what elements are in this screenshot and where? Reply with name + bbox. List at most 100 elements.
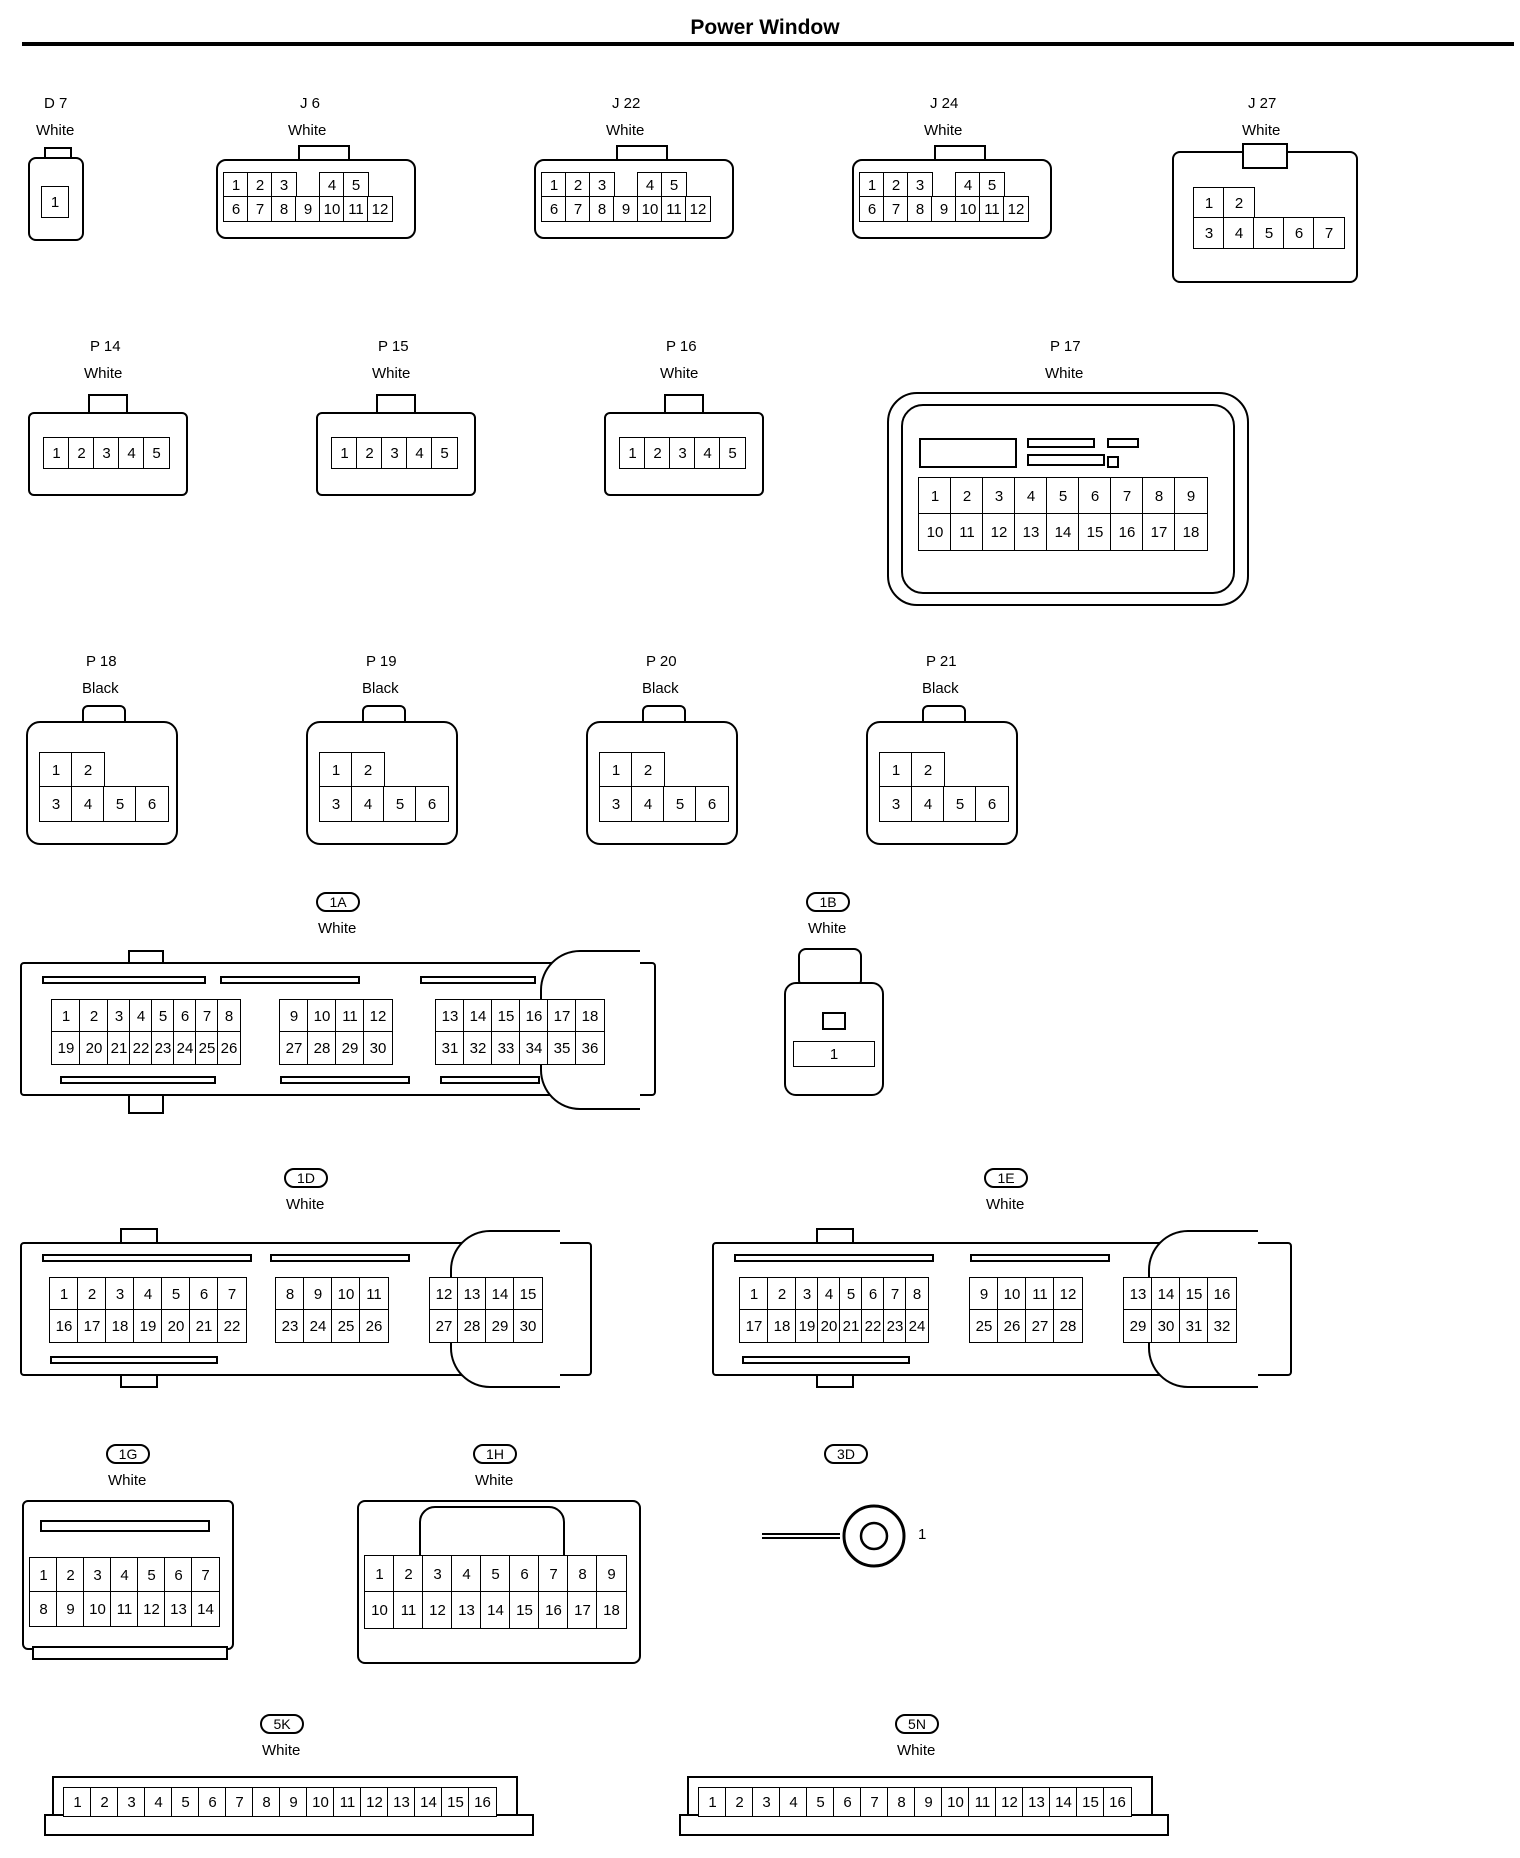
pin-cell: 5 [943,786,977,822]
pin-cell: 4 [133,1277,163,1311]
connector-color: White [84,365,123,382]
pin-cell: 27 [279,1031,309,1065]
pin-cell: 1 [29,1557,58,1593]
connector-key-slot [1107,438,1139,448]
connector-color: White [372,365,411,382]
pin-cell: 6 [415,786,449,822]
pin-cell: 16 [468,1787,497,1817]
connector-key-slot [919,438,1017,468]
pin-cell: 25 [969,1309,999,1343]
pin-cell: 5 [663,786,697,822]
pin-cell: 3 [117,1787,146,1817]
pin-cell: 15 [1076,1787,1105,1817]
pin-cell: 26 [217,1031,241,1065]
pin-cell: 8 [275,1277,305,1311]
pin-cell: 26 [359,1309,389,1343]
pin-cell: 8 [1142,477,1176,515]
pin-cell: 10 [319,196,345,222]
connector-name: 1H [473,1444,517,1464]
pin-cell: 22 [129,1031,153,1065]
pin-cell: 10 [83,1591,112,1627]
pin-cell: 2 [1223,187,1255,219]
pin-cell: 1 [599,752,633,788]
pin-cell: 2 [56,1557,85,1593]
pin-cell: 7 [217,1277,247,1311]
connector-key-slot [42,976,206,984]
pin-cell: 2 [68,437,95,469]
pin-cell: 3 [907,172,933,198]
pin-cell: 8 [217,999,241,1033]
pin-cell: 10 [997,1277,1027,1311]
connector-key-slot [32,1646,228,1660]
pin-cell: 34 [519,1031,549,1065]
pin-cell: 1 [319,752,353,788]
pin-cell: 6 [164,1557,193,1593]
connector-color: White [808,920,847,937]
pin-cell: 9 [279,999,309,1033]
pin-cell: 17 [567,1591,598,1629]
pin-cell: 12 [1003,196,1029,222]
connector-color: White [36,122,75,139]
pin-cell: 14 [1049,1787,1078,1817]
pin-cell: 18 [105,1309,135,1343]
connector-name: P 19 [366,653,397,670]
connector-color: Black [82,680,119,697]
pin-cell: 4 [71,786,105,822]
pin-cell: 1 [739,1277,769,1311]
connector-name: 1B [806,892,850,912]
pin-cell: 10 [941,1787,970,1817]
pin-cell: 12 [363,999,393,1033]
pin-cell: 10 [306,1787,335,1817]
connector-color: White [288,122,327,139]
pin-cell: 2 [351,752,385,788]
pin-cell: 4 [351,786,385,822]
pin-cell: 9 [1174,477,1208,515]
pin-cell: 3 [982,477,1016,515]
pin-cell: 11 [979,196,1005,222]
pin-cell: 27 [1025,1309,1055,1343]
pin-cell: 6 [198,1787,227,1817]
pin-cell: 6 [135,786,169,822]
pin-cell: 21 [839,1309,863,1343]
pin-cell: 26 [997,1309,1027,1343]
pin-cell: 27 [429,1309,459,1343]
pin-cell: 12 [367,196,393,222]
pin-cell: 24 [303,1309,333,1343]
pin-cell: 2 [950,477,984,515]
pin-cell: 2 [79,999,109,1033]
pin-cell: 10 [364,1591,395,1629]
pin-cell: 2 [77,1277,107,1311]
pin-cell: 7 [247,196,273,222]
pin-cell: 7 [1110,477,1144,515]
connector-color: White [262,1742,301,1759]
pin-cell: 3 [39,786,73,822]
connector-color: White [924,122,963,139]
pin-cell: 2 [356,437,383,469]
pin-cell: 2 [767,1277,797,1311]
pin-cell: 23 [151,1031,175,1065]
pin-cell: 4 [319,172,345,198]
connector-key-slot [50,1356,218,1364]
connector-name: P 18 [86,653,117,670]
pin-cell: 5 [979,172,1005,198]
pin-cell: 1 [364,1555,395,1593]
pin-cell: 1 [859,172,885,198]
pin-cell: 24 [905,1309,929,1343]
pin-cell: 4 [144,1787,173,1817]
connector-key-slot [734,1254,934,1262]
pin-cell: 2 [247,172,273,198]
pin-cell: 7 [883,1277,907,1311]
pin-cell: 8 [29,1591,58,1627]
pin-cell: 4 [129,999,153,1033]
pin-cell: 2 [911,752,945,788]
pin-cell: 18 [596,1591,627,1629]
pin-cell: 3 [879,786,913,822]
pin-cell: 29 [1123,1309,1153,1343]
pin-cell: 14 [1151,1277,1181,1311]
pin-cell: 9 [295,196,321,222]
connector-color: White [897,1742,936,1759]
